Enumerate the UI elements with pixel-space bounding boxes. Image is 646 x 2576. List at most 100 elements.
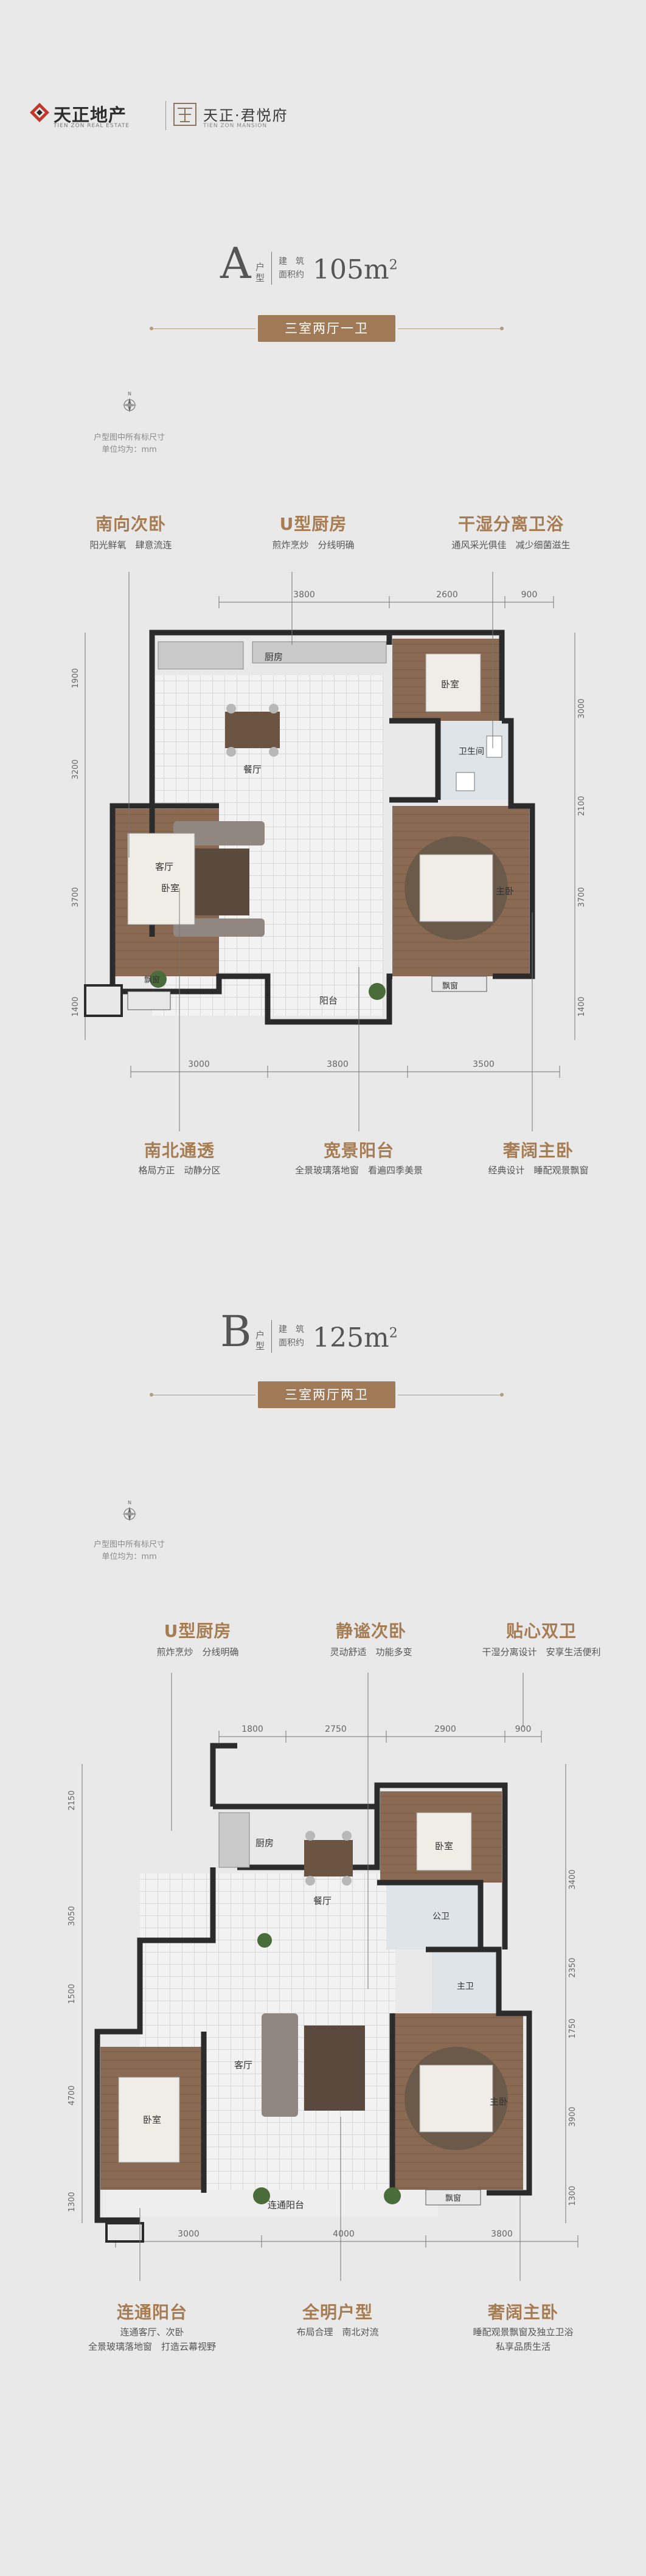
type-b-area: 125m2	[313, 1322, 398, 1353]
type-b-letter: B	[220, 1307, 252, 1356]
dim-b-left-5: 1300	[68, 2192, 77, 2212]
compass-icon: N	[122, 391, 137, 412]
room-balcony-a: 阳台	[319, 995, 338, 1006]
project-logo-icon	[173, 103, 196, 126]
type-b-label-1: 建 筑	[279, 1325, 304, 1335]
dim-a-left-4: 1400	[71, 996, 80, 1016]
feature-a-top-3-title: 干湿分离卫浴	[457, 514, 564, 534]
feature-b-top-3-desc: 干湿分离设计 安享生活便利	[482, 1647, 601, 1658]
type-a-label-2: 面积约	[279, 270, 304, 280]
room-bay1-a: 飘窗	[144, 975, 160, 985]
type-b-divider	[271, 1320, 272, 1353]
feature-a-bottom-3-title: 奢阔主卧	[502, 1140, 574, 1161]
feature-b-bottom-3-title: 奢阔主卧	[487, 2302, 558, 2322]
feature-b-top-2-desc: 灵动舒适 功能多变	[330, 1647, 412, 1658]
brand-name-en: TIEN ZON REAL ESTATE	[54, 123, 130, 129]
room-dining-a: 餐厅	[243, 764, 262, 775]
bed-master-a	[419, 854, 493, 922]
feature-a-top-1-title: 南向次卧	[95, 514, 166, 534]
feature-a-bottom-2-desc: 全景玻璃落地窗 看遍四季美景	[294, 1165, 423, 1176]
brand-name: 天正地产	[54, 105, 127, 125]
feature-b-bottom-1-desc: 连通客厅、次卧	[120, 2327, 184, 2338]
dim-a-top-1: 3800	[293, 590, 315, 600]
dim-b-right-1: 3400	[568, 1869, 577, 1889]
type-a-divider	[271, 252, 272, 285]
room-bedroom3-a: 卧室	[441, 679, 459, 690]
room-bedroom2-a: 卧室	[161, 883, 179, 894]
svg-text:N: N	[128, 1500, 131, 1505]
dim-a-right-3: 3700	[577, 887, 586, 907]
dim-b-left-2: 3050	[68, 1906, 77, 1926]
svg-text:N: N	[128, 391, 131, 397]
pub-bath-floor-b	[386, 1883, 478, 1949]
note-line-2: 单位均为：mm	[102, 445, 157, 454]
type-b-sub: 户型	[255, 1330, 265, 1352]
dim-a-left-3: 3700	[71, 887, 80, 907]
compass-b-icon: N	[122, 1500, 137, 1521]
type-a-tag: 三室两厅一卫	[258, 315, 395, 342]
dim-a-top-3: 900	[521, 590, 538, 600]
feature-b-bottom-3-desc: 睡配观景飘窗及独立卫浴	[473, 2327, 574, 2338]
room-kitchen-b: 厨房	[255, 1838, 274, 1849]
dim-b-right-5: 1300	[568, 2185, 577, 2206]
type-b-label-2: 面积约	[279, 1338, 304, 1348]
room-master-b: 主卧	[490, 2096, 508, 2107]
room-dining-b: 餐厅	[313, 1895, 332, 1906]
dim-b-right-3: 1750	[568, 2018, 577, 2038]
feature-a-bottom-1-desc: 格局方正 动静分区	[138, 1165, 221, 1176]
tag-a-line-right	[398, 328, 501, 329]
type-b-tag: 三室两厅两卫	[258, 1381, 395, 1408]
dim-a-right-4: 1400	[577, 996, 586, 1016]
room-bay2-a: 飘窗	[442, 981, 458, 991]
project-name-en: TIEN ZON MANSION	[203, 123, 268, 129]
dim-b-right-2: 2350	[568, 1957, 577, 1977]
floor-plan-a: 3800 2600 900 3000 3800 3500 1900 3200 3…	[71, 572, 586, 1131]
bed-b2-a	[127, 833, 195, 925]
kitchen-counter-a	[158, 641, 244, 670]
dim-b-left-1: 2150	[68, 1790, 77, 1810]
feature-b-top-1-title: U型厨房	[164, 1621, 232, 1641]
feature-a-top-2-desc: 煎炸烹炒 分线明确	[272, 540, 355, 550]
tag-b-dot-right	[500, 1393, 504, 1397]
dim-top-b	[218, 1731, 542, 1743]
dim-b-top-2: 2750	[325, 1724, 347, 1734]
sofa-b	[262, 2013, 298, 2117]
feature-b-bottom-2-desc: 布局合理 南北对流	[296, 2327, 379, 2338]
balcony-floor-b	[103, 2190, 438, 2217]
bed-b3-a	[425, 653, 481, 712]
dining-table-a	[225, 712, 280, 748]
feature-b-top-3-title: 贴心双卫	[505, 1621, 577, 1641]
dim-a-left-2: 3200	[71, 759, 80, 779]
room-bath-a: 卫生间	[459, 747, 484, 757]
feature-a-top-2-title: U型厨房	[279, 514, 347, 534]
dining-table-b	[304, 1840, 353, 1876]
dim-b-top-4: 900	[515, 1724, 532, 1734]
note-b-line-2: 单位均为：mm	[102, 1552, 157, 1561]
feature-b-bottom-3-desc2: 私享品质生活	[495, 2341, 550, 2352]
note-line-1: 户型图中所有标尺寸	[93, 433, 165, 442]
walls-b	[94, 1743, 532, 2223]
room-kitchen-a: 厨房	[265, 651, 283, 662]
dim-top-a	[218, 596, 554, 608]
feature-a-top-3-desc: 通风采光俱佳 减少细菌滋生	[451, 540, 571, 550]
type-a-sub: 户型	[255, 262, 265, 283]
feature-b-top-2-title: 静谧次卧	[335, 1621, 406, 1641]
tag-a-dot-right	[500, 327, 504, 330]
feature-b-top-1-desc: 煎炸烹炒 分线明确	[156, 1647, 239, 1658]
dim-b-bottom-1: 3000	[178, 2229, 200, 2239]
header-divider	[165, 101, 166, 130]
room-bay-b: 飘窗	[445, 2193, 461, 2203]
dim-a-bottom-2: 3800	[327, 1060, 349, 1069]
feature-b-bottom-2-title: 全明户型	[302, 2302, 373, 2322]
room-main-bath-b: 主卫	[457, 1982, 474, 1991]
floor-plan-b: 1800 2750 2900 900 3000 4000 3800 2150 3…	[68, 1673, 578, 2281]
dim-b-left-3: 1500	[68, 1984, 77, 2004]
brand-logo-icon	[30, 103, 49, 122]
plan-a-note: 户型图中所有标尺寸 单位均为：mm	[67, 432, 192, 456]
dim-b-bottom-2: 4000	[333, 2229, 355, 2239]
rug-a	[189, 849, 249, 915]
walls-a	[109, 630, 535, 1025]
room-bedroom3-b: 卧室	[435, 1841, 453, 1852]
dim-a-left-1: 1900	[71, 668, 80, 688]
room-master-a: 主卧	[496, 886, 514, 897]
